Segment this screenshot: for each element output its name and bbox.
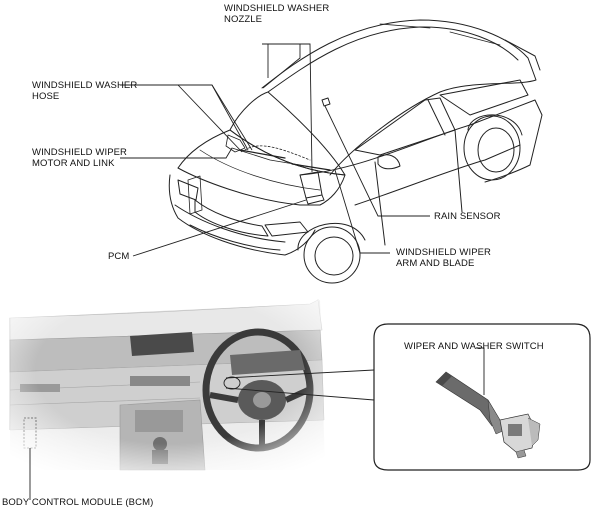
- label-rain-sensor: RAIN SENSOR: [434, 211, 501, 222]
- vehicle-illustration: [168, 19, 543, 284]
- dashboard-photo: [9, 299, 330, 475]
- switch-callout-lines: [225, 369, 375, 401]
- label-body-control-module: BODY CONTROL MODULE (BCM): [2, 497, 154, 508]
- car-callout-lines: [120, 43, 430, 257]
- label-wiper-and-washer-switch: WIPER AND WASHER SWITCH: [404, 341, 544, 352]
- wiper-switch-inset: [373, 323, 591, 471]
- label-pcm: PCM: [108, 251, 130, 262]
